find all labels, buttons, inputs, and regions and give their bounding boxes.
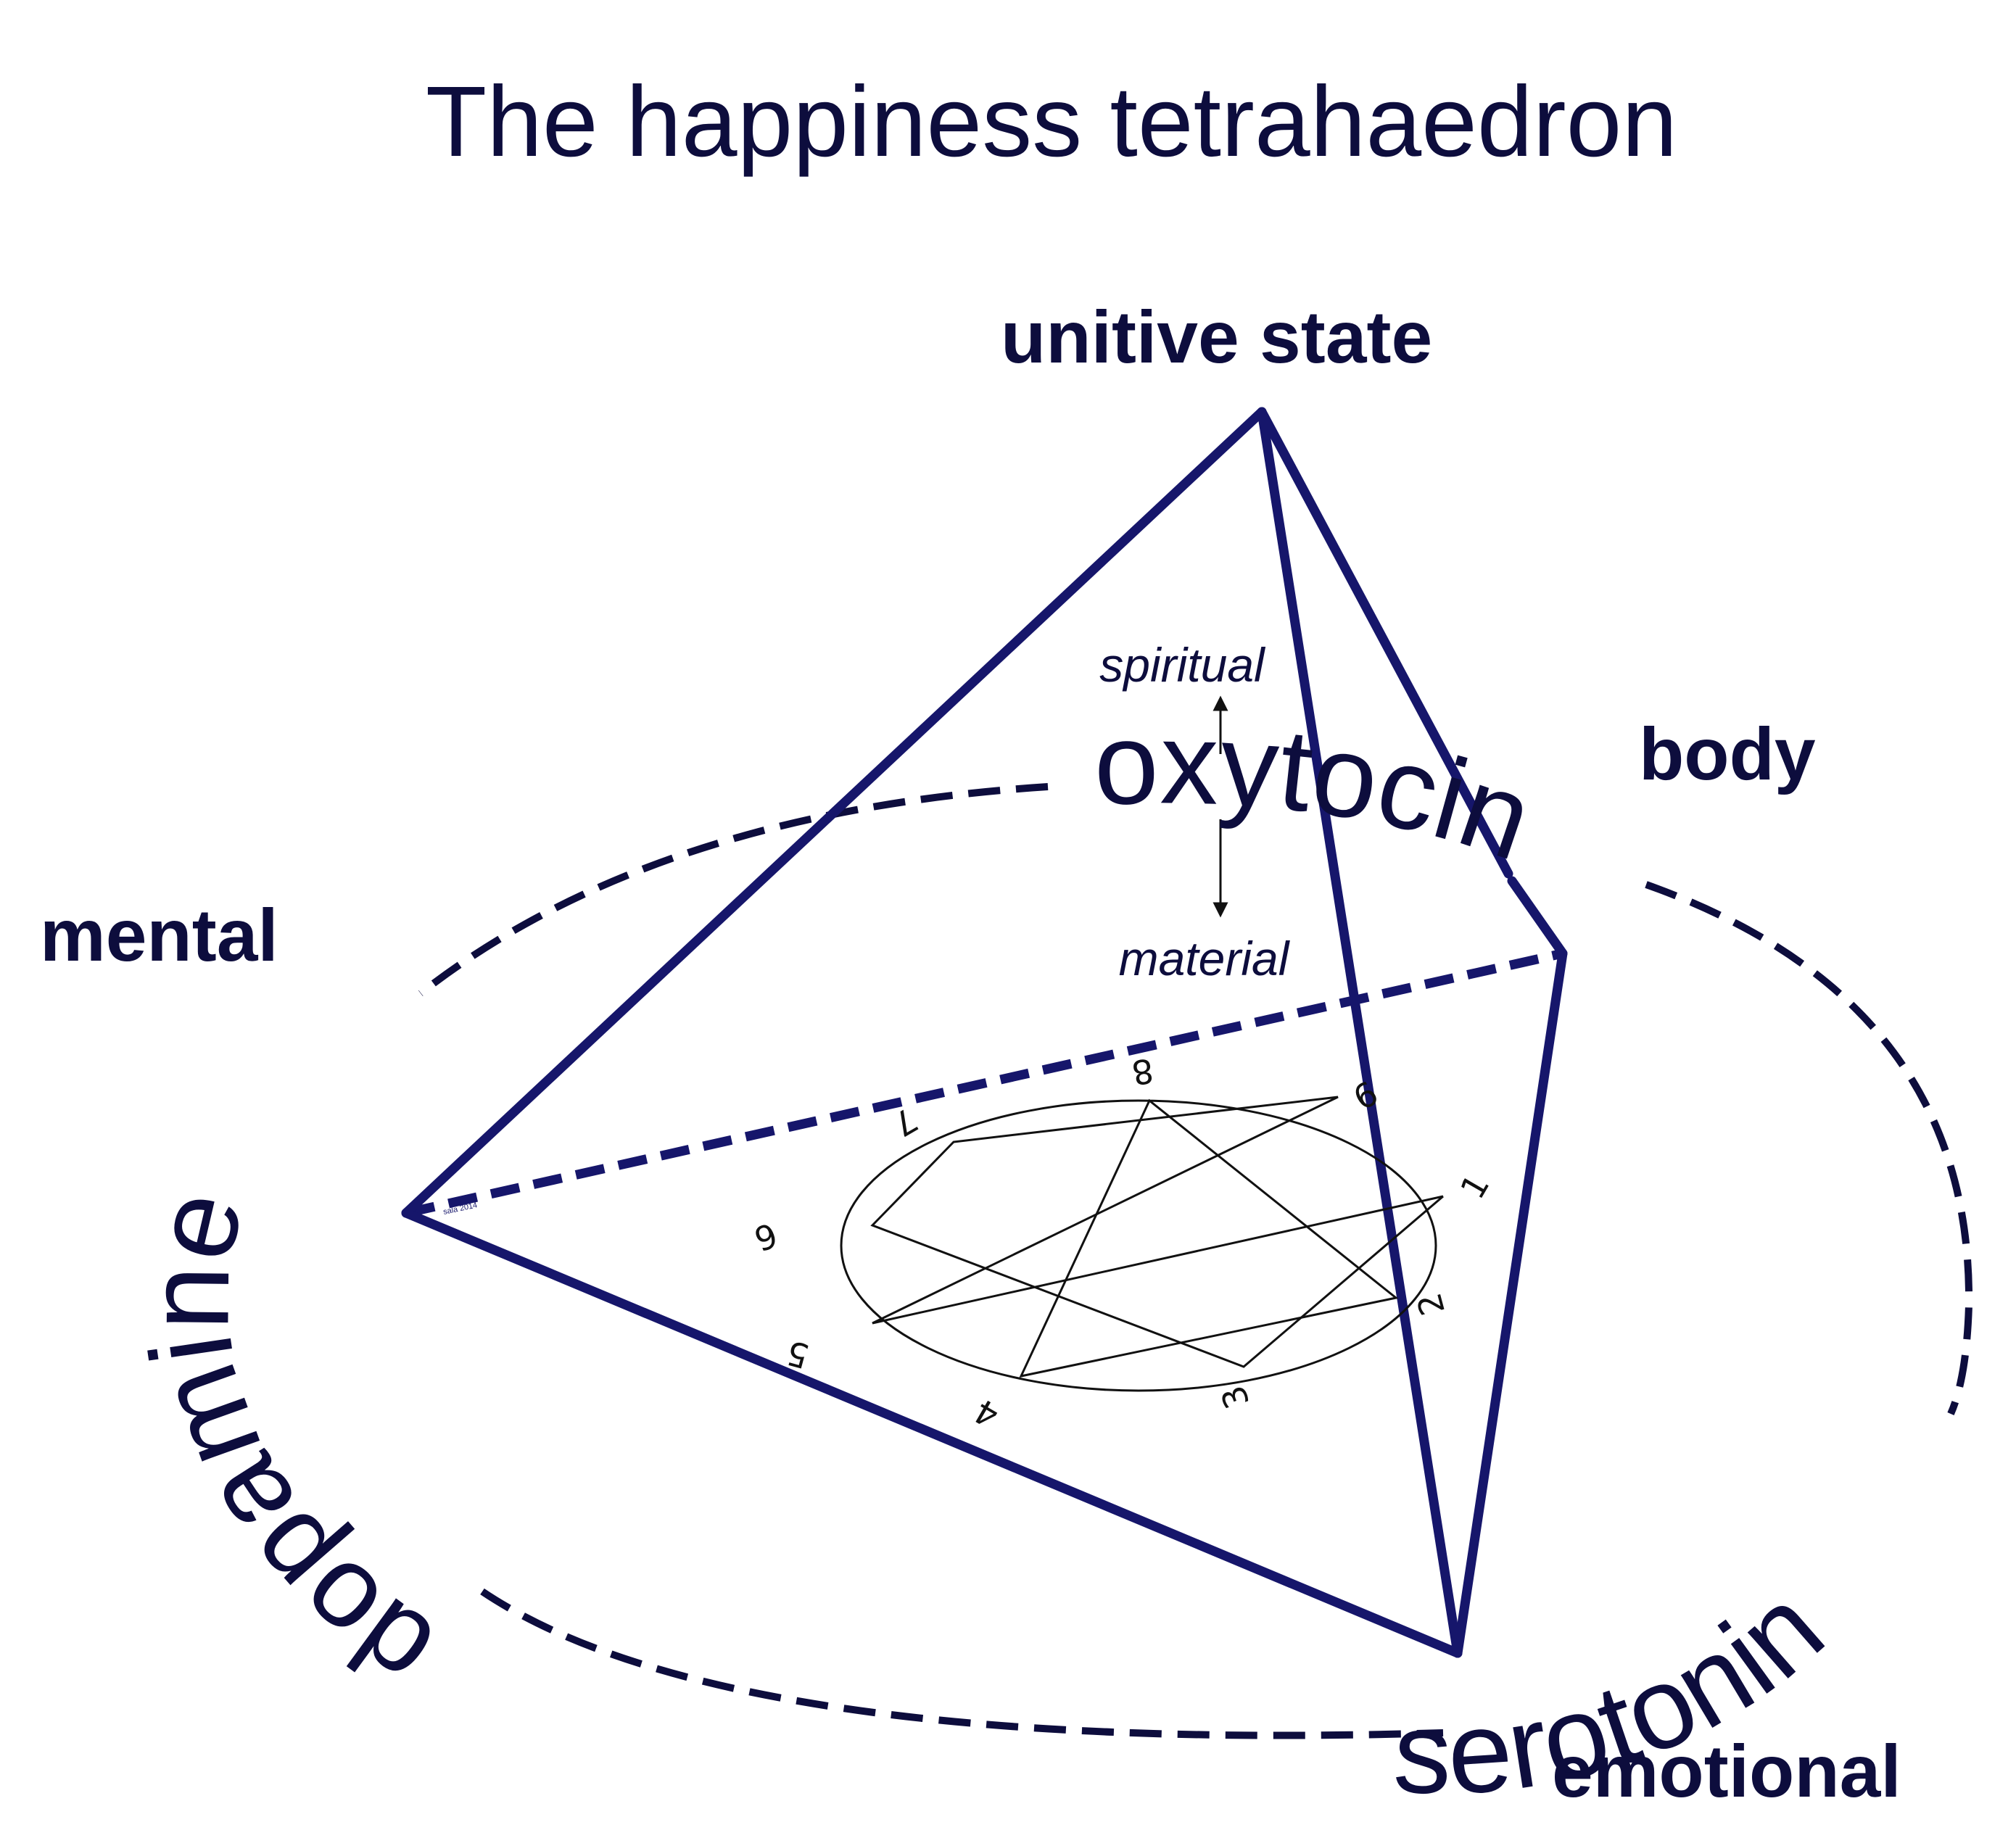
- diagram-title: The happiness tetrahaedron: [426, 66, 1677, 178]
- hormone-oxytocin: oxytocin: [1092, 697, 1548, 885]
- enneagram-circle: [840, 1099, 1437, 1392]
- tetra-edge-right-bottom: [1453, 948, 1568, 1658]
- vertex-label-right: body: [1639, 713, 1816, 795]
- hormone-dopamine: dopamine: [123, 1179, 456, 1717]
- ring-arc-top-left: [418, 783, 1049, 996]
- enneagram-triangle: [1019, 1098, 1399, 1378]
- tetra-edge-right-kink: [1507, 876, 1568, 959]
- tetra-edge-top-bottom: [1257, 407, 1463, 1658]
- enneagram-number-1: 1: [1453, 1167, 1497, 1205]
- vertex-label-bottom: emotional: [1552, 1730, 1901, 1813]
- enneagram: 1 2 3 4 5 6 7 8 9: [749, 1051, 1497, 1436]
- tetra-edge-top-right: [1257, 407, 1513, 879]
- enneagram-number-4: 4: [967, 1391, 1005, 1436]
- ring-arc-bottom: [480, 1588, 1444, 1739]
- enneagram-number-5: 5: [782, 1333, 813, 1376]
- enneagram-number-2: 2: [1409, 1289, 1453, 1320]
- vertex-label-top: unitive state: [1001, 296, 1432, 378]
- tetra-edge-left-top: [401, 407, 1267, 1218]
- enneagram-number-9: 9: [1346, 1072, 1384, 1117]
- enneagram-number-6: 6: [749, 1214, 782, 1259]
- enneagram-hexad: [870, 1096, 1444, 1368]
- vertex-label-left: mental: [40, 894, 278, 977]
- axis-label-spiritual: spiritual: [1099, 638, 1266, 692]
- tetra-edge-left-bottom: [401, 1208, 1463, 1658]
- ring-arc-right: [1645, 881, 1973, 1416]
- axis-label-material: material: [1119, 932, 1291, 985]
- enneagram-number-8: 8: [1129, 1051, 1157, 1093]
- tetra-edge-hidden: [405, 948, 1564, 1218]
